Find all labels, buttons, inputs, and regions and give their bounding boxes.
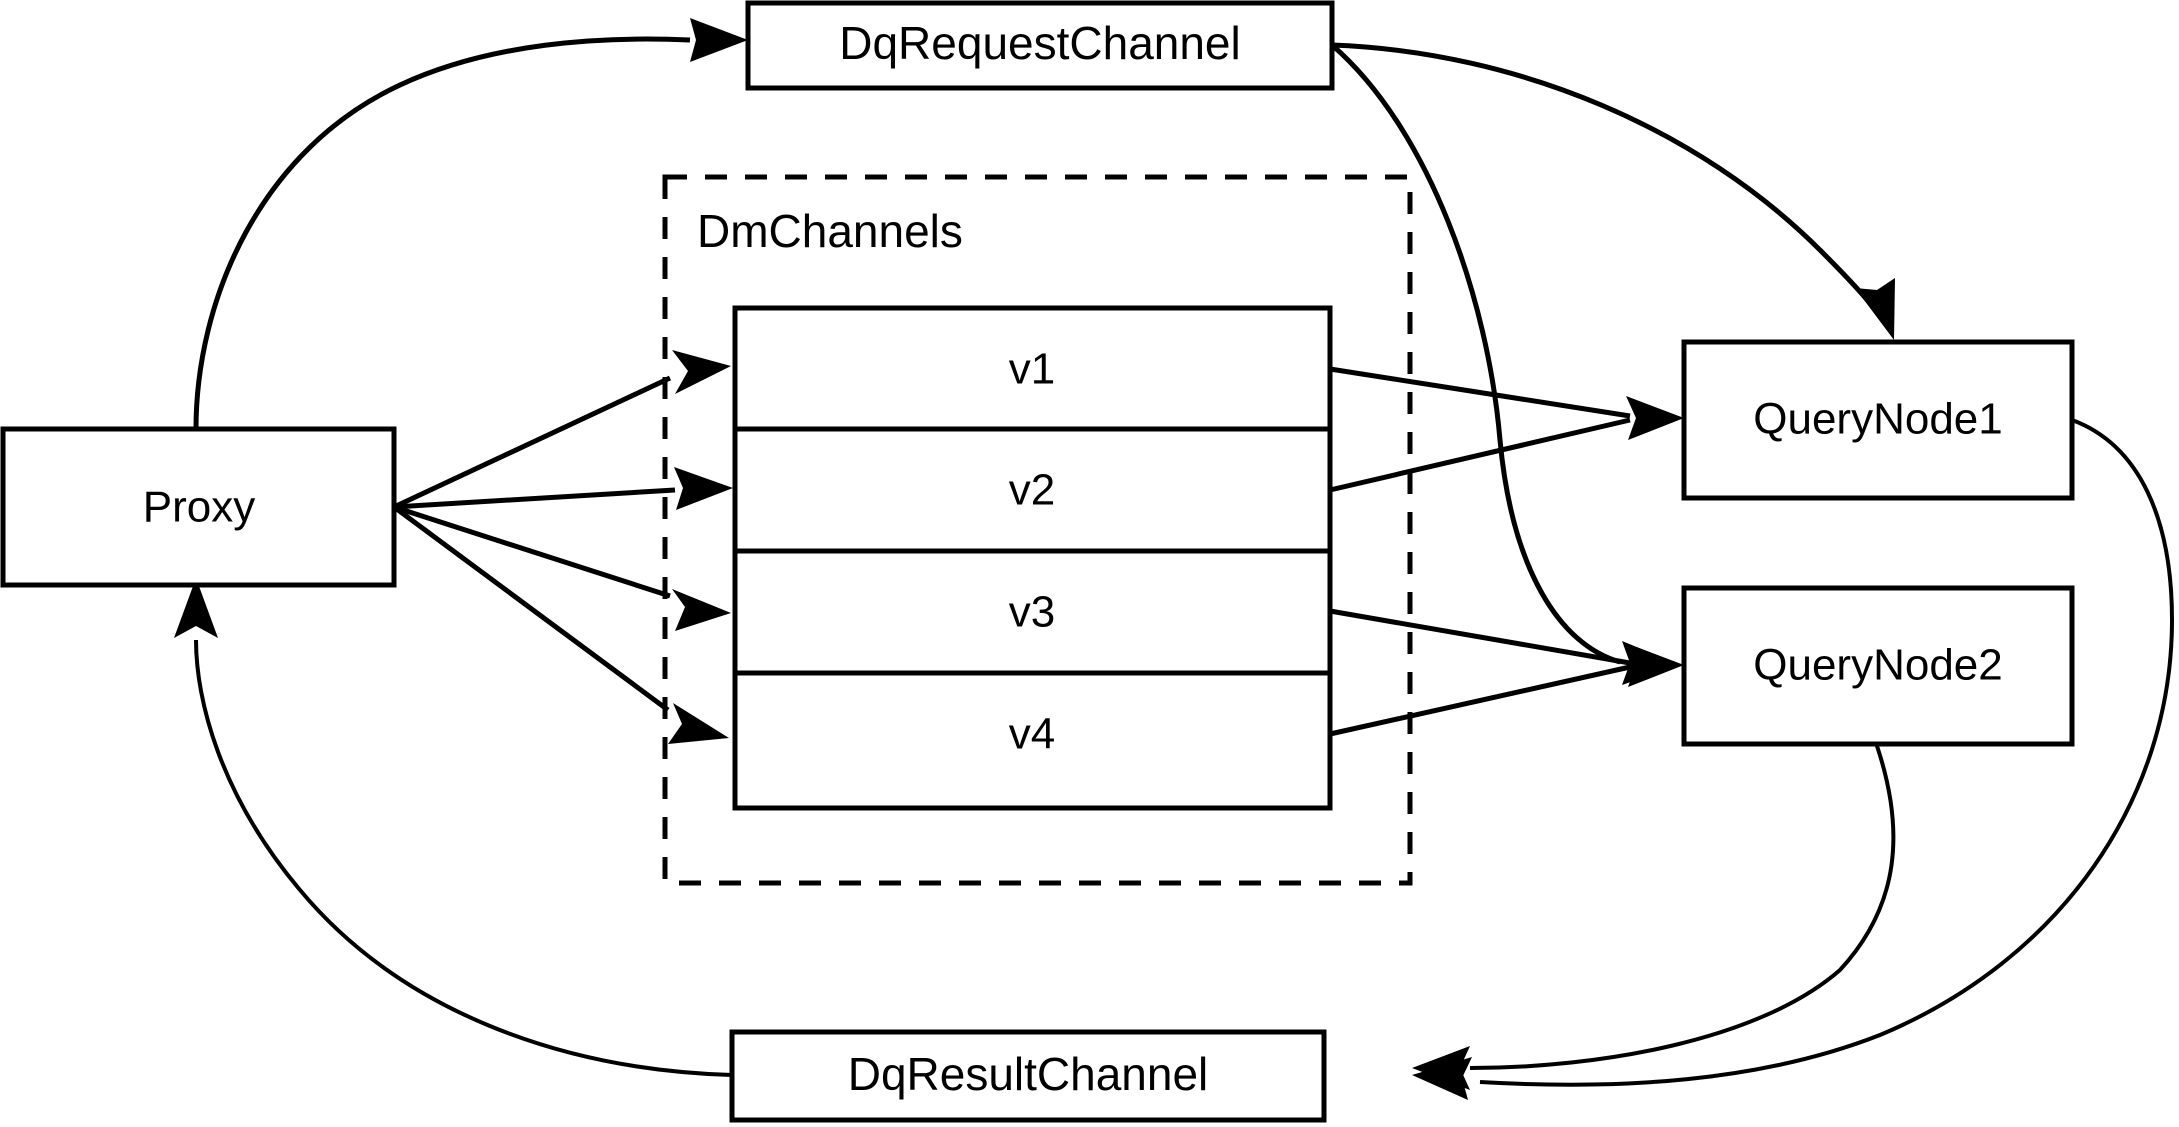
query-node-1-label: QueryNode1 <box>1753 395 2002 444</box>
dm-channel-row-v3[interactable]: v3 <box>1009 588 1055 637</box>
edge-v4-to-querynode2 <box>1329 643 1684 737</box>
edge-path <box>1469 745 1896 1070</box>
query-node-1-box[interactable] <box>1681 339 2075 501</box>
arrow-head-icon <box>674 467 733 510</box>
node-query-node-1[interactable]: QueryNode1 <box>1681 339 2075 501</box>
edge-path <box>1329 417 1631 493</box>
edge-proxy-to-v4 <box>392 504 729 744</box>
edge-path <box>193 36 691 430</box>
edge-v2-to-querynode1 <box>1329 396 1684 493</box>
edge-path <box>393 487 676 510</box>
dq-result-channel-box[interactable] <box>729 1029 1327 1123</box>
arrow-head-icon <box>1855 278 1895 340</box>
dq-request-channel-box[interactable] <box>745 0 1335 91</box>
edge-querynode1-to-dqresultchannel <box>1412 418 2175 1100</box>
dq-result-channel-label: DqResultChannel <box>848 1048 1209 1100</box>
arrow-head-icon <box>672 589 731 631</box>
dq-request-channel-label: DqRequestChannel <box>839 17 1241 69</box>
arrow-head-icon <box>1412 1046 1470 1090</box>
edge-querynode2-to-dqresultchannel <box>1412 745 1896 1090</box>
edge-path <box>392 375 672 510</box>
dm-channels-group: DmChannels <box>662 174 1413 886</box>
edge-path <box>1329 664 1631 737</box>
dm-channel-table: v1 v2 v3 v4 <box>732 305 1333 811</box>
edge-path <box>1329 608 1631 666</box>
edge-proxy-to-dqrequestchannel <box>193 18 748 430</box>
edge-path <box>392 504 670 713</box>
arrow-head-icon <box>1626 396 1684 440</box>
edge-proxy-to-v1 <box>392 350 731 510</box>
arrow-head-icon <box>672 350 731 394</box>
edge-dqrequestchannel-to-querynode2 <box>1330 43 1680 685</box>
edge-path <box>393 504 671 599</box>
node-proxy[interactable]: Proxy <box>0 426 397 588</box>
edge-proxy-to-v2 <box>393 467 733 510</box>
node-dq-request-channel[interactable]: DqRequestChannel <box>745 0 1335 91</box>
proxy-box[interactable] <box>0 426 397 588</box>
dm-channel-row-v4[interactable]: v4 <box>1009 710 1055 759</box>
edge-proxy-to-v3 <box>393 504 731 631</box>
arrow-head-icon <box>690 18 748 62</box>
node-dq-result-channel[interactable]: DqResultChannel <box>729 1029 1327 1123</box>
dm-channel-row-v2[interactable]: v2 <box>1009 466 1055 515</box>
edge-v3-to-querynode2 <box>1329 608 1631 666</box>
edge-path <box>194 639 733 1077</box>
arrow-head-icon <box>668 703 729 744</box>
dm-channel-row-v1[interactable]: v1 <box>1009 345 1055 394</box>
proxy-label: Proxy <box>143 483 255 532</box>
query-node-2-box[interactable] <box>1681 585 2075 747</box>
edge-path <box>1329 366 1631 419</box>
edge-dqresultchannel-to-proxy <box>174 578 733 1077</box>
edge-path <box>1331 42 1879 314</box>
edge-path <box>1479 418 2175 1087</box>
edge-dqrequestchannel-to-querynode1 <box>1331 42 1895 340</box>
arrow-head-icon <box>174 578 218 638</box>
query-node-2-label: QueryNode2 <box>1753 641 2002 690</box>
dm-channels-border <box>662 174 1413 886</box>
edge-path <box>1330 43 1621 665</box>
dm-channel-table-border <box>732 305 1333 811</box>
edge-v1-to-querynode1 <box>1329 366 1631 419</box>
node-query-node-2[interactable]: QueryNode2 <box>1681 585 2075 747</box>
dm-channels-label: DmChannels <box>697 205 963 257</box>
arrow-head-icon <box>1626 643 1684 687</box>
